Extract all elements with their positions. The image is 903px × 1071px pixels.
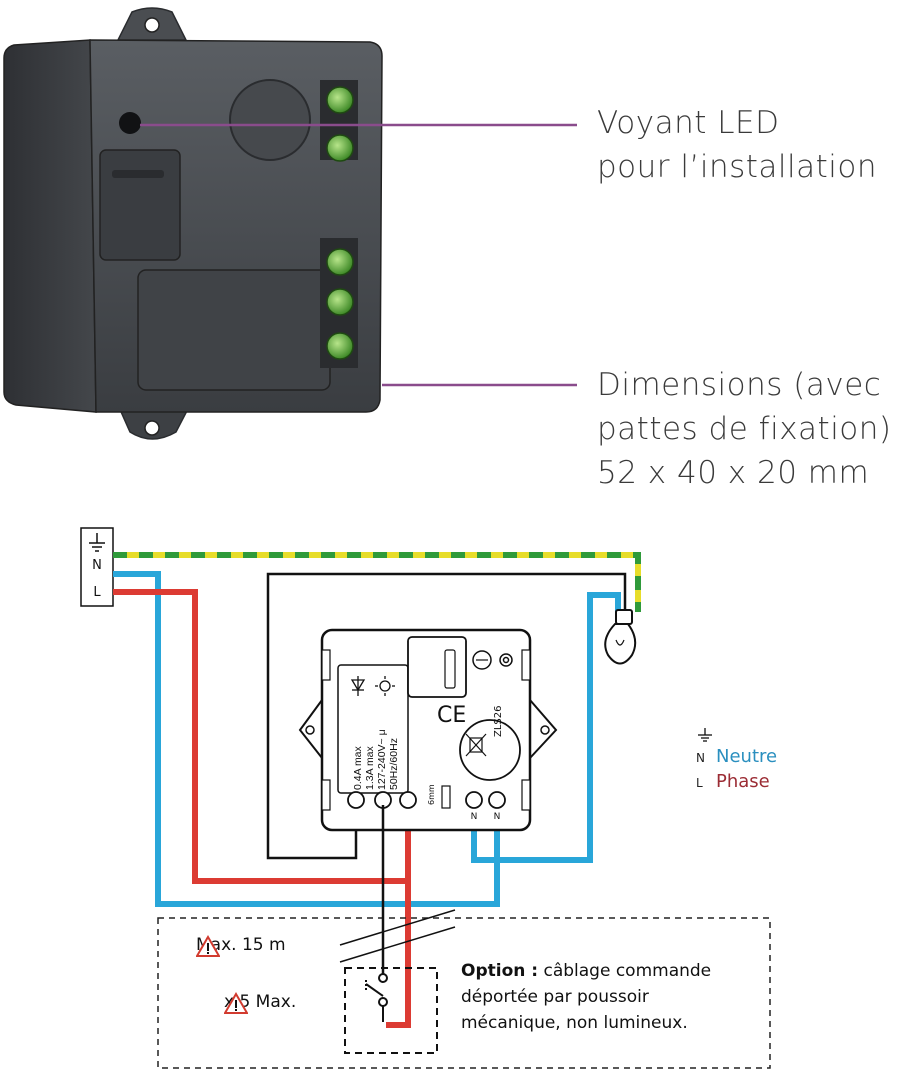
rating-line: 127-240V~ μ — [376, 729, 388, 790]
terminal-l-label: L — [93, 585, 101, 600]
rating-line: 0.4A max — [352, 746, 364, 790]
module-side-face — [3, 39, 97, 413]
option-line-2: déportée par poussoir — [461, 987, 649, 1007]
dimensions-callout-line-3: 52 x 40 x 20 mm — [597, 455, 870, 491]
product-photo — [3, 7, 383, 440]
ce-mark: CE — [437, 703, 467, 728]
sun-icon — [375, 676, 395, 696]
bottom-tab-hole — [144, 420, 160, 436]
earth-ground-icon — [89, 533, 105, 552]
top-tab-hole — [144, 17, 160, 33]
dimensions-callout-line-2: pattes de fixation) : — [597, 411, 903, 447]
module-top-view — [298, 628, 558, 832]
pushbutton-slot — [112, 170, 164, 178]
dimensions-callout-line-1: Dimensions (avec — [597, 367, 882, 403]
led-hole — [119, 112, 141, 134]
ratings-label: 0.4A max 1.3A max 127-240V~ μ 50Hz/60Hz — [352, 729, 400, 790]
neutral-lamp-wire — [471, 592, 621, 863]
led-callout: Voyant LED pour l’installation — [597, 101, 877, 189]
light-bulb-icon — [604, 609, 637, 665]
legend-phase-label: Phase — [716, 771, 770, 792]
terminal-n-label: N — [92, 558, 102, 573]
option-heading: Option : — [461, 961, 539, 981]
dimensions-callout: Dimensions (avec pattes de fixation) : 5… — [597, 363, 903, 495]
terminal-n2-label: N — [493, 812, 501, 822]
pushbutton-switch-icon — [365, 973, 388, 1022]
option-line-1-text: câblage commande — [538, 961, 712, 981]
round-cap — [229, 79, 311, 161]
lamp-output-wire — [266, 572, 627, 860]
option-area — [157, 917, 771, 1069]
option-line-1: Option : câblage commande — [461, 958, 711, 984]
wire-legend: N Neutre L Phase — [696, 727, 777, 795]
legend-phase: L Phase — [696, 770, 777, 795]
led-icon — [350, 676, 366, 696]
neutral-supply-wire — [113, 571, 500, 907]
option-line-3: mécanique, non lumineux. — [461, 1013, 688, 1033]
option-description: Option : câblage commande déportée par p… — [461, 958, 711, 1036]
terminal-cover — [137, 269, 331, 391]
legend-l-abbr: L — [696, 776, 703, 790]
cable-mark-line — [339, 926, 456, 963]
supply-terminal-block — [80, 527, 114, 607]
rating-line: 50Hz/60Hz — [388, 738, 400, 790]
warning-triangle-icon — [196, 935, 220, 957]
legend-neutral-label: Neutre — [716, 746, 778, 767]
led-callout-line-2: pour l’installation — [597, 149, 878, 185]
phase-to-pushbutton-wire — [386, 881, 411, 1028]
terminal-n1-label: N — [470, 812, 478, 822]
max-length-text: Max. 15 m — [196, 935, 286, 955]
pushbutton-box — [344, 967, 438, 1054]
gear-icon — [499, 653, 513, 667]
rating-line: 1.3A max — [364, 746, 376, 790]
cable-mark-line — [339, 909, 456, 946]
warning-triangle-icon — [224, 992, 248, 1014]
max-count-warning: x 5 Max. — [224, 992, 296, 1014]
phase-supply-wire — [113, 589, 411, 884]
green-terminals — [320, 80, 358, 368]
legend-neutral: N Neutre — [696, 745, 777, 770]
pushbutton-housing — [99, 149, 181, 261]
led-callout-line-1: Voyant LED — [597, 105, 780, 141]
model-label: ZLS26 — [493, 705, 504, 738]
max-length-warning: Max. 15 m — [196, 935, 286, 957]
strip-length-label: 6mm — [427, 784, 436, 805]
earth-wire — [113, 552, 641, 612]
earth-ground-icon — [698, 728, 712, 742]
crossed-bin-icon — [465, 733, 487, 757]
legend-n-abbr: N — [696, 751, 705, 765]
